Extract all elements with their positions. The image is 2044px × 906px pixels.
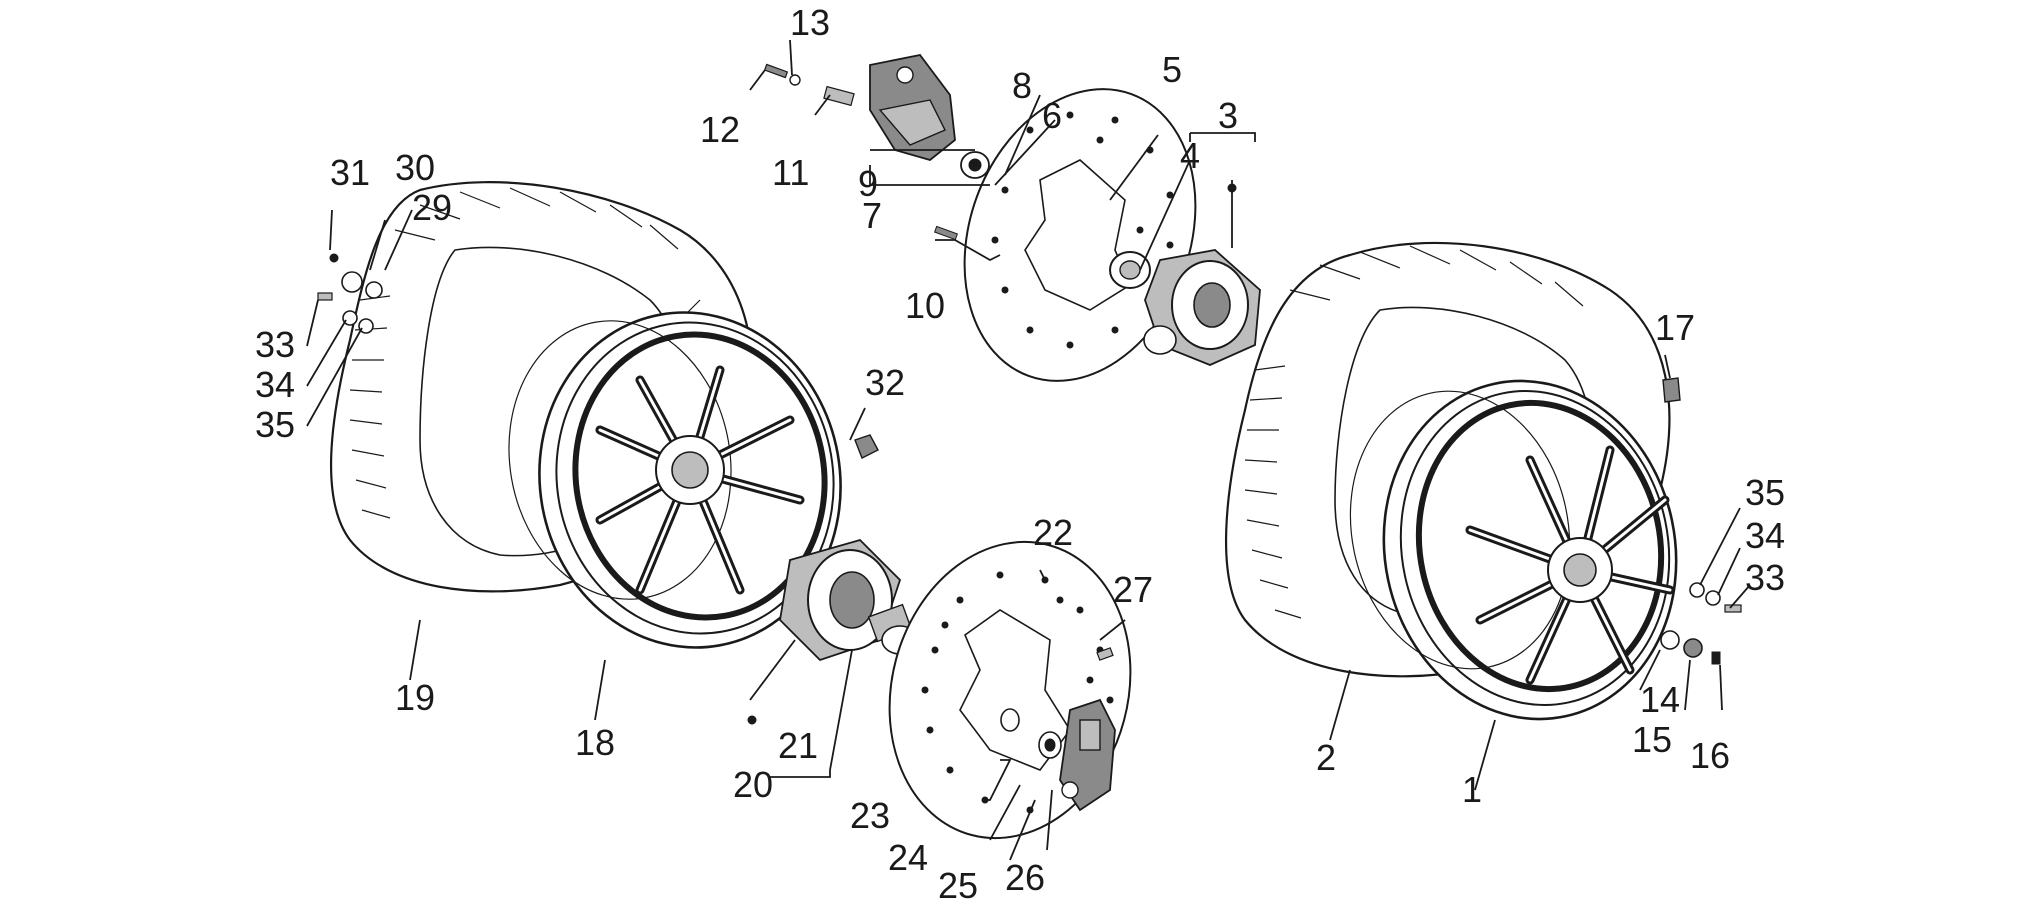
callout-34-left: 34 (255, 364, 295, 405)
callout-26: 26 (1005, 857, 1045, 898)
callout-labels: 1 2 3 4 5 6 7 8 9 10 11 12 13 14 15 16 1… (255, 2, 1785, 906)
callout-2: 2 (1316, 737, 1336, 778)
callout-29: 29 (412, 187, 452, 228)
callout-19: 19 (395, 677, 435, 718)
callout-13: 13 (790, 2, 830, 43)
callout-16: 16 (1690, 735, 1730, 776)
callout-30: 30 (395, 147, 435, 188)
callout-24: 24 (888, 837, 928, 878)
callout-34-right: 34 (1745, 515, 1785, 556)
callout-9: 9 (858, 163, 878, 204)
right-rim (1349, 379, 1678, 721)
callout-8: 8 (1012, 65, 1032, 106)
callout-35-right: 35 (1745, 472, 1785, 513)
left-hub (779, 538, 919, 662)
callout-33-left: 33 (255, 324, 295, 365)
callout-35-left: 35 (255, 404, 295, 445)
callout-7: 7 (862, 195, 882, 236)
callout-21: 21 (778, 725, 818, 766)
callout-14: 14 (1640, 679, 1680, 720)
callout-4: 4 (1180, 135, 1200, 176)
left-brake-caliper (1000, 698, 1116, 812)
right-brake-disc (963, 88, 1197, 382)
callout-31: 31 (330, 152, 370, 193)
callout-15: 15 (1632, 719, 1672, 760)
right-axle-fasteners (1660, 377, 1742, 665)
callout-1: 1 (1462, 769, 1482, 810)
callout-22: 22 (1033, 512, 1073, 553)
callout-11: 11 (772, 152, 809, 193)
upper-caliper-bracket (763, 54, 956, 161)
right-hub (1143, 249, 1261, 366)
callout-12: 12 (700, 109, 740, 150)
callout-25: 25 (938, 865, 978, 906)
callout-20: 20 (733, 764, 773, 805)
callout-27: 27 (1113, 569, 1153, 610)
callout-17: 17 (1655, 307, 1695, 348)
callout-3: 3 (1218, 95, 1238, 136)
leader-dots (747, 183, 1237, 725)
callout-32: 32 (865, 362, 905, 403)
callout-18: 18 (575, 722, 615, 763)
left-rim (508, 311, 842, 649)
callout-23: 23 (850, 795, 890, 836)
left-brake-disc (888, 540, 1132, 840)
callout-6: 6 (1042, 95, 1062, 136)
callout-5: 5 (1162, 49, 1182, 90)
callout-10: 10 (905, 285, 945, 326)
callout-33-right: 33 (1745, 557, 1785, 598)
left-axle-fasteners (317, 253, 1114, 661)
